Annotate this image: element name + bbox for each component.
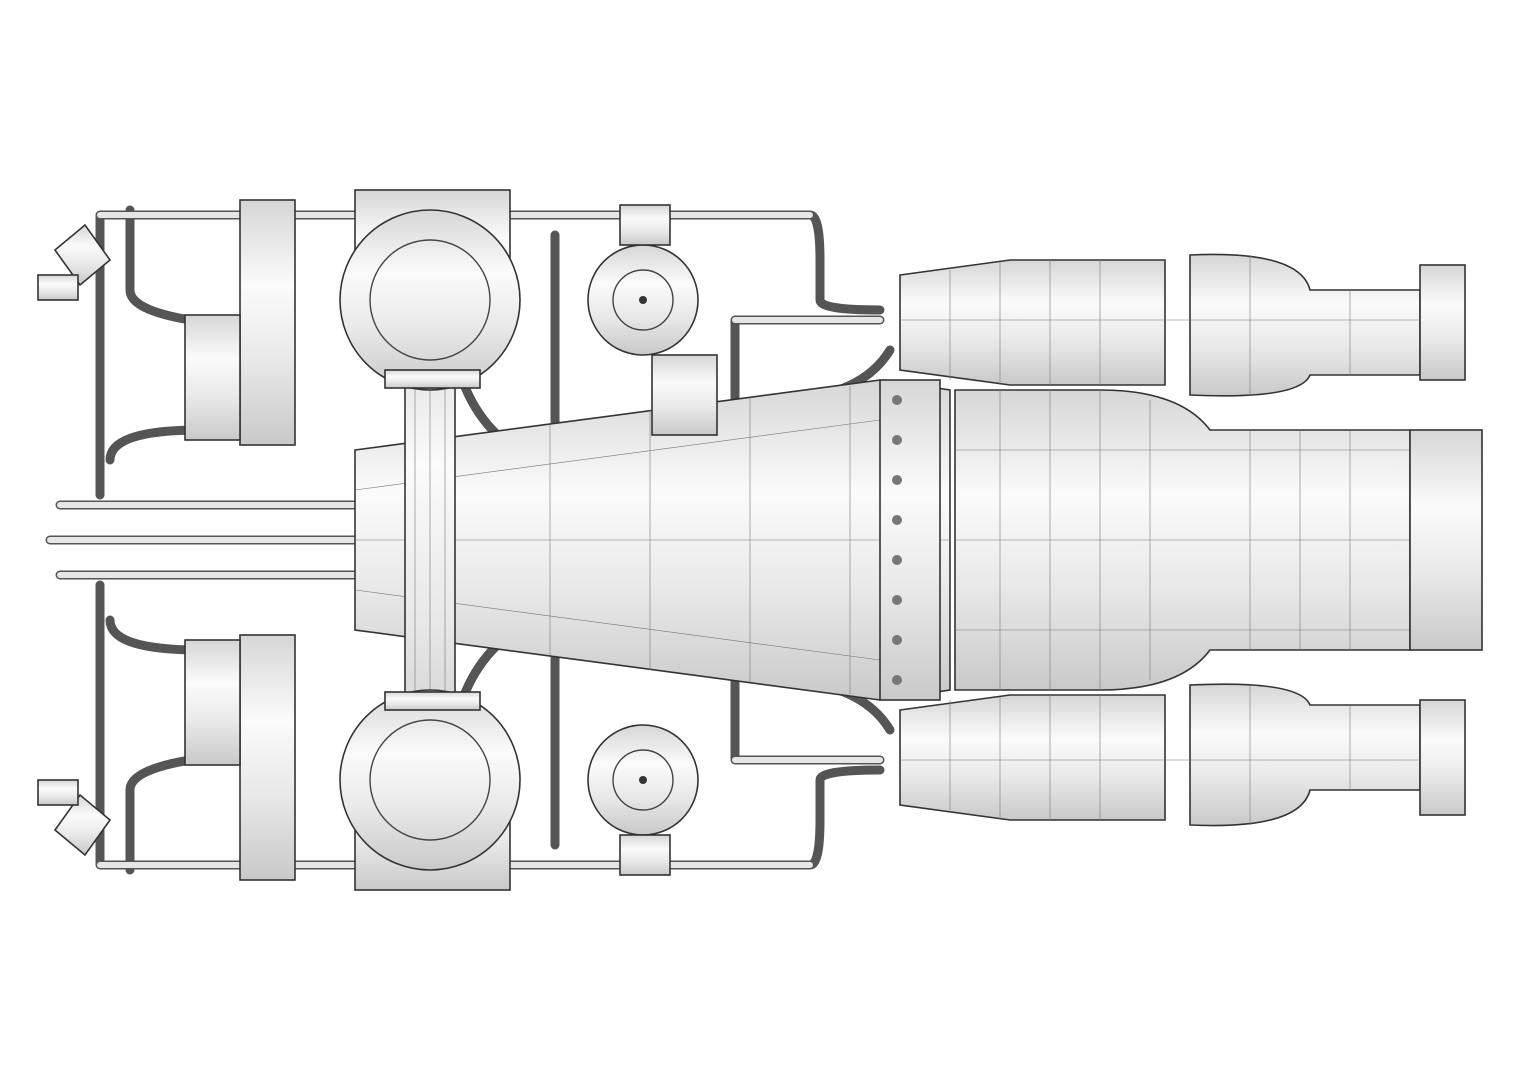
valve-assembly-bottom (37, 634, 296, 881)
turbine-top (587, 204, 718, 436)
turbopump-bottom (339, 689, 521, 891)
side-chamber-top (899, 253, 1466, 397)
valve-assembly-top (37, 199, 296, 446)
main-combustion-body (354, 379, 1483, 701)
flange-bolts (892, 395, 902, 685)
side-chamber-bottom (899, 683, 1466, 827)
turbine-bottom (587, 724, 699, 876)
turbopump-top (339, 189, 521, 391)
